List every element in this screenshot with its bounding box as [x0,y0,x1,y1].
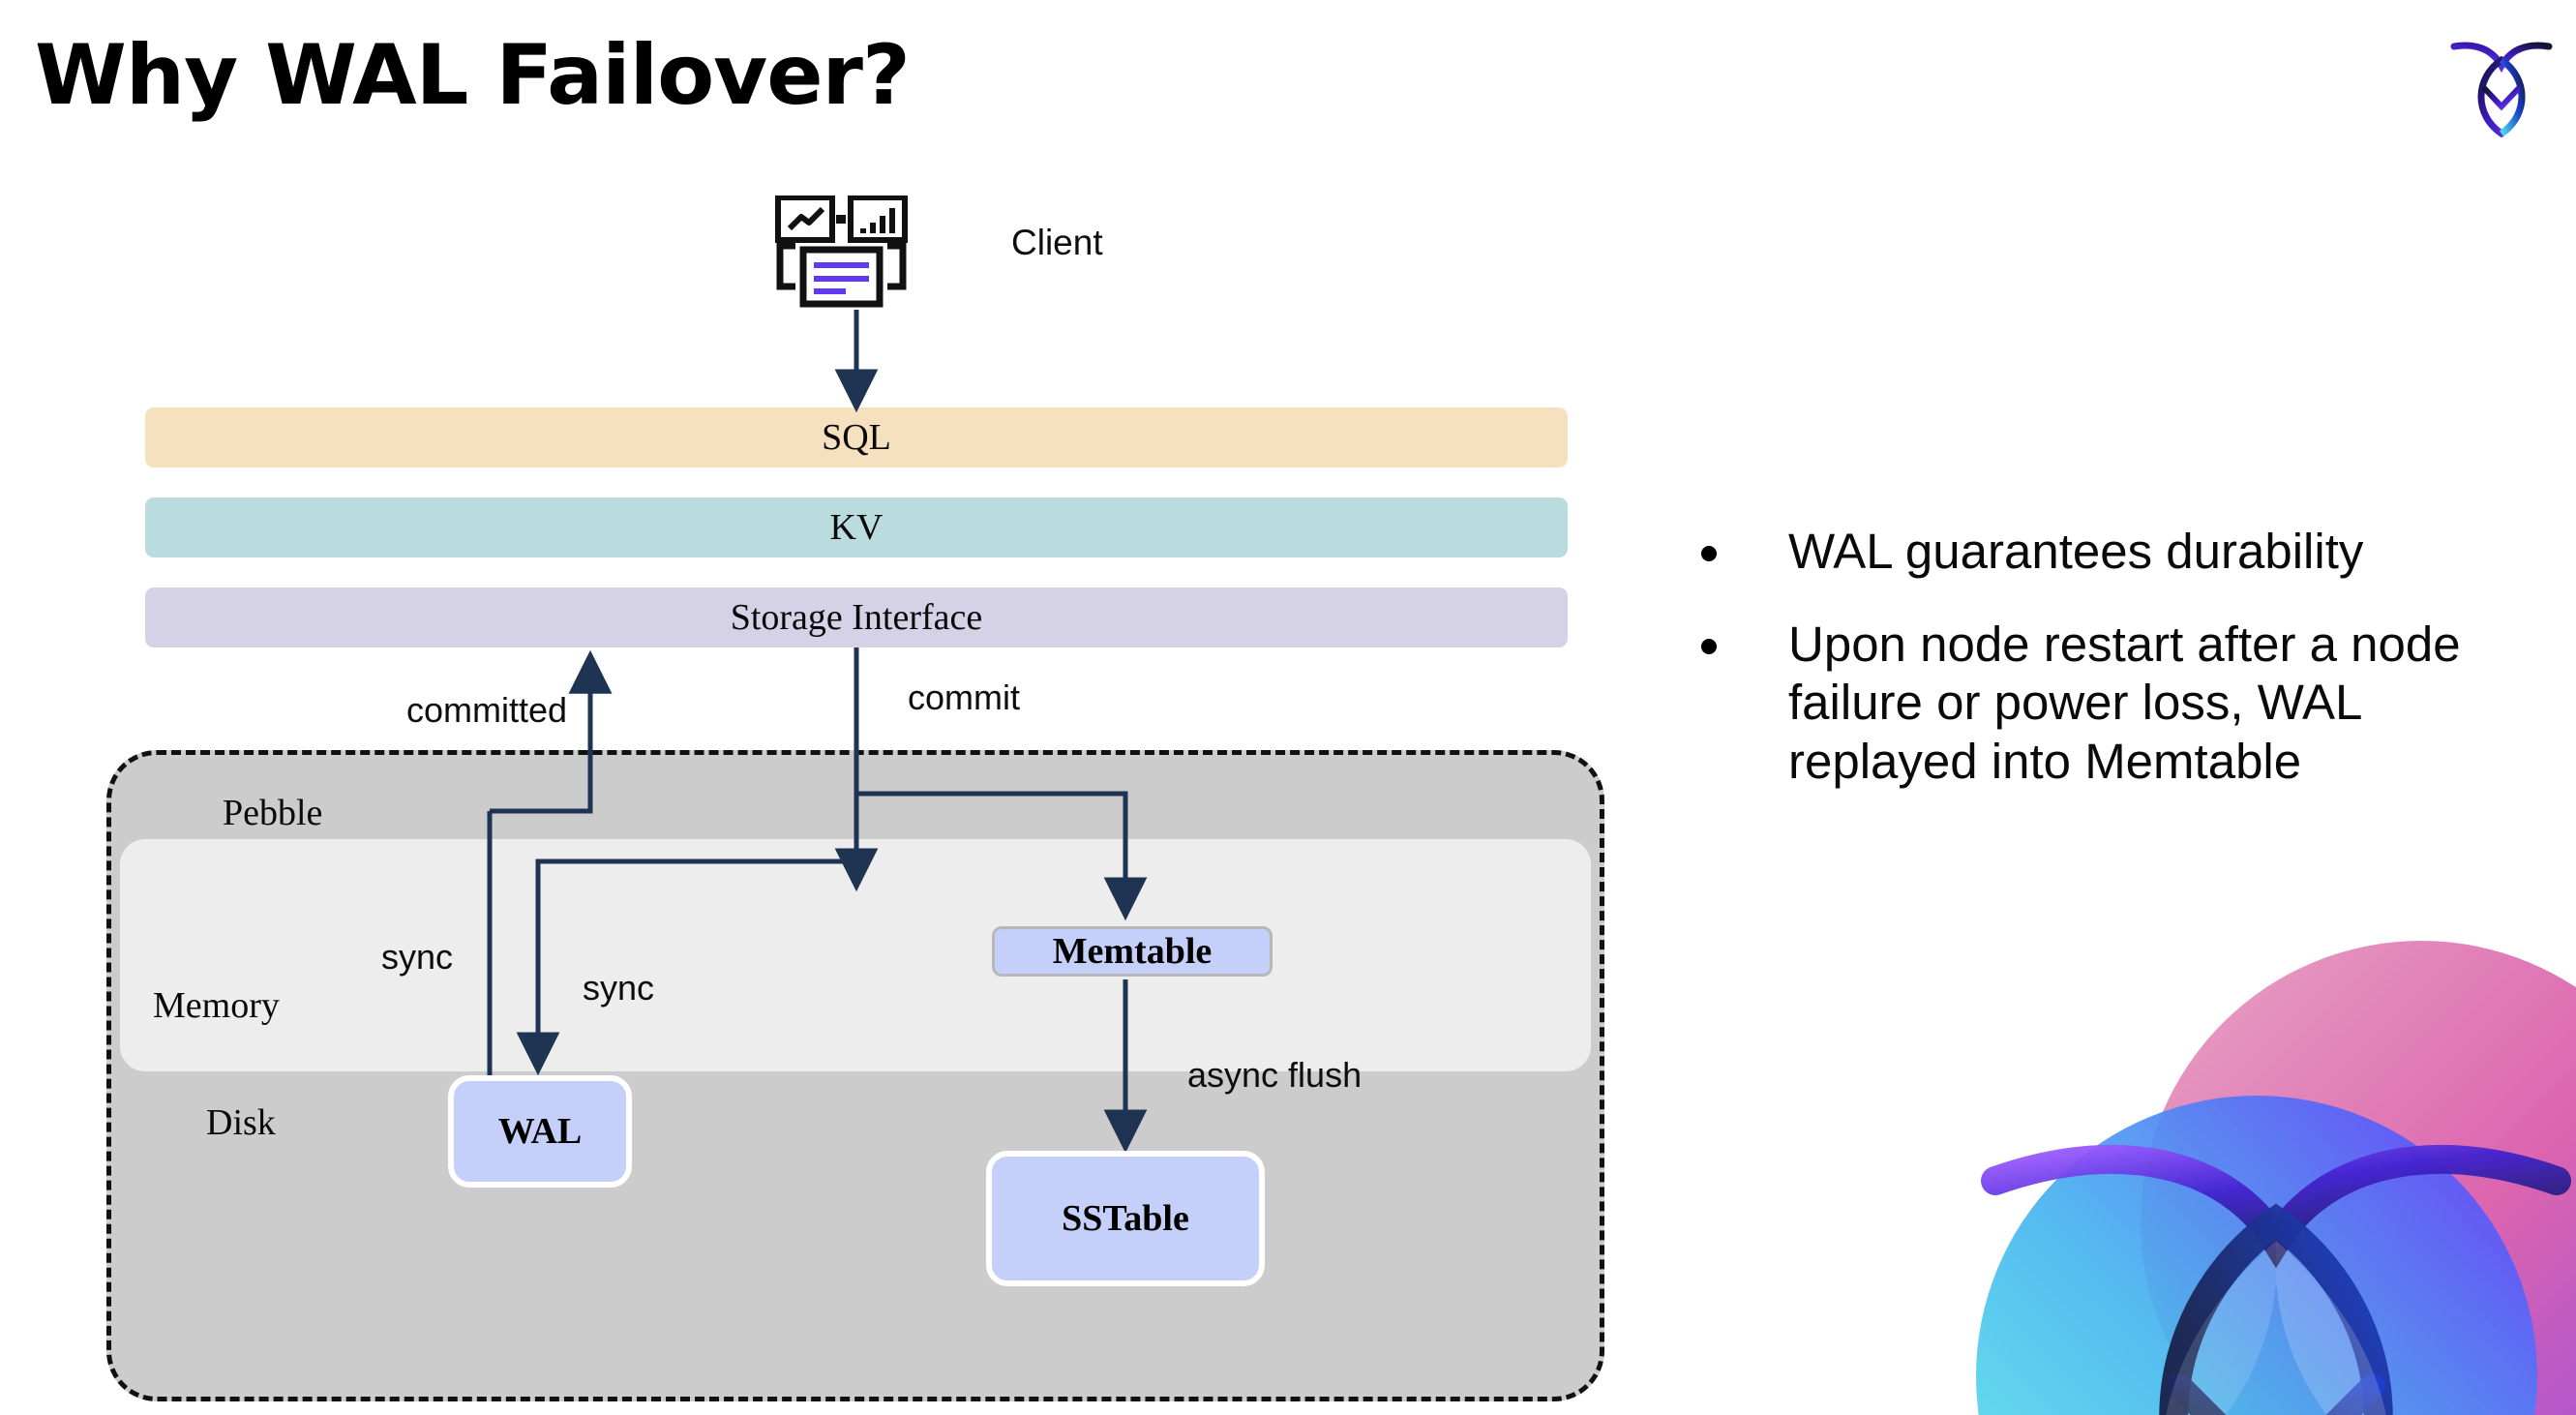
bullet-dot-icon [1701,546,1717,561]
list-item: WAL guarantees durability [1701,523,2504,581]
memory-band [120,839,1591,1071]
layer-bar-sql: SQL [145,407,1568,467]
edge-label-commit: commit [908,677,1020,717]
cockroachdb-decorative-mark-icon [1937,931,2576,1415]
memory-label: Memory [153,985,280,1026]
pebble-label: Pebble [223,793,323,833]
list-item: Upon node restart after a node failure o… [1701,616,2504,791]
page-title: Why WAL Failover? [35,27,911,124]
client-dashboard-icon [774,195,929,312]
bullet-dot-icon [1701,639,1717,655]
edge-label-committed: committed [406,690,568,730]
bullet-list: WAL guarantees durability Upon node rest… [1701,523,2504,826]
edge-label-sync-left: sync [381,937,454,977]
layer-label-storage: Storage Interface [730,597,983,638]
node-memtable-label: Memtable [1052,931,1213,972]
node-wal: WAL [448,1075,632,1188]
node-sstable-label: SSTable [1062,1198,1189,1239]
node-memtable: Memtable [992,926,1273,977]
bullet-text: WAL guarantees durability [1788,524,2364,579]
client-label: Client [1011,223,1103,262]
bullet-text: Upon node restart after a node failure o… [1788,617,2461,789]
disk-label: Disk [206,1102,276,1143]
edge-label-sync-right: sync [583,968,655,1008]
layer-bar-storage: Storage Interface [145,587,1568,647]
node-wal-label: WAL [497,1111,583,1152]
layer-bar-kv: KV [145,497,1568,557]
node-sstable: SSTable [986,1151,1265,1286]
edge-label-async-flush: async flush [1187,1055,1363,1095]
cockroachdb-logo-icon [2448,21,2555,138]
layer-label-kv: KV [829,507,884,548]
layer-label-sql: SQL [822,417,891,458]
